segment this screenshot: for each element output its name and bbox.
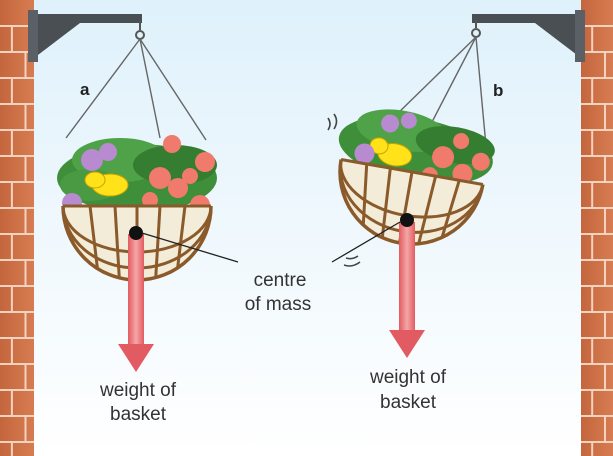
weight-label-a-line1: weight of [99,380,177,401]
bracket-left [28,10,142,62]
flowers-a [62,135,215,215]
flowers-b [354,112,490,184]
brick-wall-right [581,0,613,456]
centre-label-line1: centre [254,270,307,291]
weight-label-b-line1: weight of [369,367,447,388]
basket-b [338,109,495,256]
chains-b [392,36,487,147]
weight-arrow-a [118,234,154,372]
centre-of-mass-dot-b [400,213,414,227]
weight-arrow-b [389,222,425,358]
weight-label-b-line2: basket [380,392,437,413]
swing-marks-bottom [343,255,361,267]
panel-label-a: a [80,80,90,99]
leader-lines [141,221,401,263]
brick-wall-left [0,0,34,456]
bracket-right [472,10,585,62]
centre-of-mass-dot-a [129,226,143,240]
swing-marks-top [327,113,338,131]
weight-label-a-line2: basket [110,404,167,425]
chains-a [65,38,207,141]
panel-label-b: b [493,81,503,100]
centre-label-line2: of mass [245,294,312,315]
